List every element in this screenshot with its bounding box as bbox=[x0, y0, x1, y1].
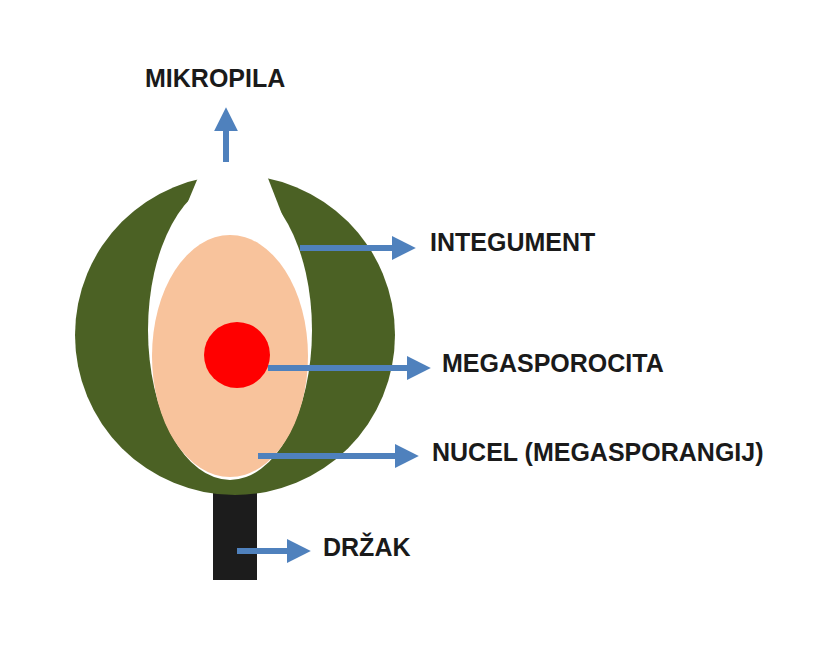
micropyle-opening bbox=[172, 168, 292, 240]
part-label: MIKROPILA bbox=[145, 66, 285, 91]
nucellus-shape bbox=[152, 235, 308, 477]
leader-arrow bbox=[223, 118, 229, 162]
part-label: NUCEL (MEGASPORANGIJ) bbox=[432, 440, 764, 465]
megasporocyte-shape bbox=[204, 322, 270, 388]
part-label: INTEGUMENT bbox=[430, 230, 595, 255]
leader-arrows bbox=[226, 118, 420, 551]
leader-arrow bbox=[237, 548, 300, 554]
leader-arrow bbox=[300, 245, 405, 251]
part-label: MEGASPOROCITA bbox=[442, 351, 664, 376]
leader-arrow bbox=[258, 453, 408, 459]
leader-arrow bbox=[268, 365, 420, 371]
part-label: DRŽAK bbox=[323, 535, 411, 560]
